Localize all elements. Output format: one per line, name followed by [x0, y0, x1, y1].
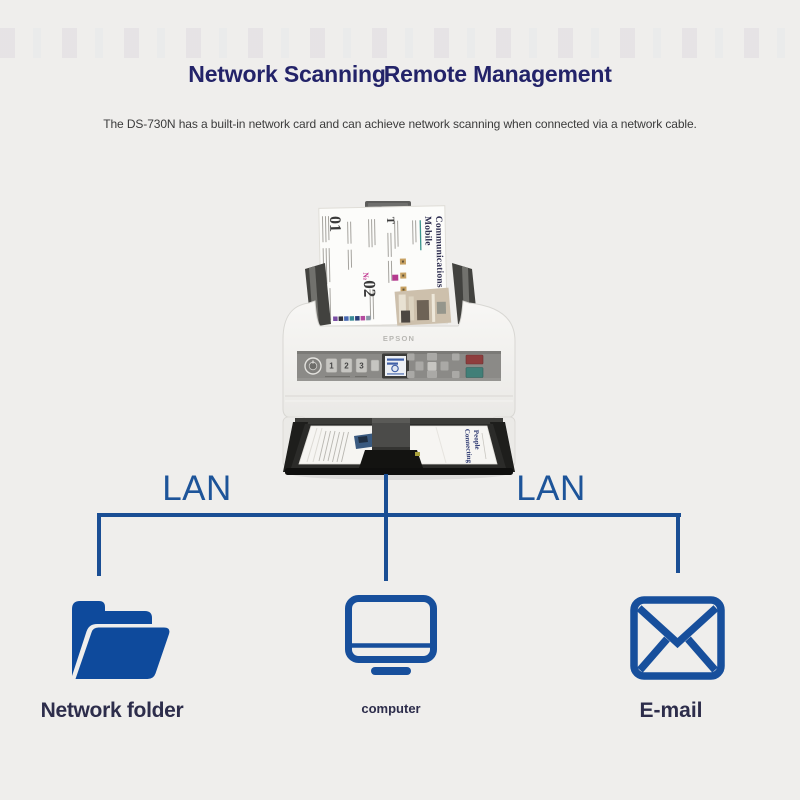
document-magenta-block [392, 274, 399, 281]
numbered-buttons: 1 2 3 [325, 358, 368, 378]
document-photo [394, 287, 452, 326]
monitor-icon [345, 595, 437, 675]
navigation-buttons [407, 353, 460, 378]
document-number-01: 01 [326, 216, 343, 232]
scanner-photo: 01 T № 02 Mobile Communications [282, 201, 516, 480]
node-label-network-folder: Network folder [40, 699, 184, 722]
start-button [465, 367, 484, 378]
page-title: Network ScanningRemote Management [0, 61, 800, 88]
document-drop-cap: T [384, 217, 396, 225]
document-title-line2: Communications [433, 216, 445, 288]
panel-button-1: 1 [329, 362, 334, 371]
lan-line-scanner [384, 474, 388, 581]
envelope-icon [630, 596, 725, 680]
lan-label-left: LAN [162, 469, 232, 508]
lan-line-folder [97, 513, 101, 576]
document-color-swatches [333, 315, 371, 322]
top-artifact-band [0, 28, 800, 58]
node-label-computer: computer [361, 701, 421, 716]
subtitle-text: The DS-730N has a built-in network card … [103, 117, 697, 131]
brand-logo: EPSON [383, 334, 415, 343]
output-title-line2: People [472, 430, 481, 450]
output-tray: Connecting People [283, 418, 515, 475]
stop-button [465, 354, 484, 365]
node-label-email: E-mail [639, 699, 703, 722]
document-teal-subtitle [419, 220, 422, 251]
control-panel: 1 2 3 [297, 351, 501, 381]
tray-front-rail [285, 468, 513, 475]
folder-icon [72, 601, 170, 679]
title-network-scanning: Network Scanning [188, 61, 386, 87]
document-number-mark: № [361, 272, 370, 280]
output-title-line1: Connecting [463, 429, 473, 464]
panel-button-3: 3 [359, 362, 364, 371]
power-button [304, 357, 322, 375]
document-title-line1: Mobile [422, 216, 433, 246]
lan-line-email [676, 513, 680, 573]
document-number-02: 02 [360, 280, 379, 297]
title-remote-management: Remote Management [383, 61, 612, 87]
paper-stopper [358, 418, 424, 471]
lan-line-horizontal [97, 513, 681, 517]
document-gold-icons [399, 258, 407, 293]
lan-label-right: LAN [516, 469, 586, 508]
lcd-screen [382, 353, 409, 379]
function-button [370, 359, 380, 372]
panel-button-2: 2 [344, 362, 349, 371]
feeder-document: 01 T № 02 Mobile Communications [318, 205, 452, 327]
